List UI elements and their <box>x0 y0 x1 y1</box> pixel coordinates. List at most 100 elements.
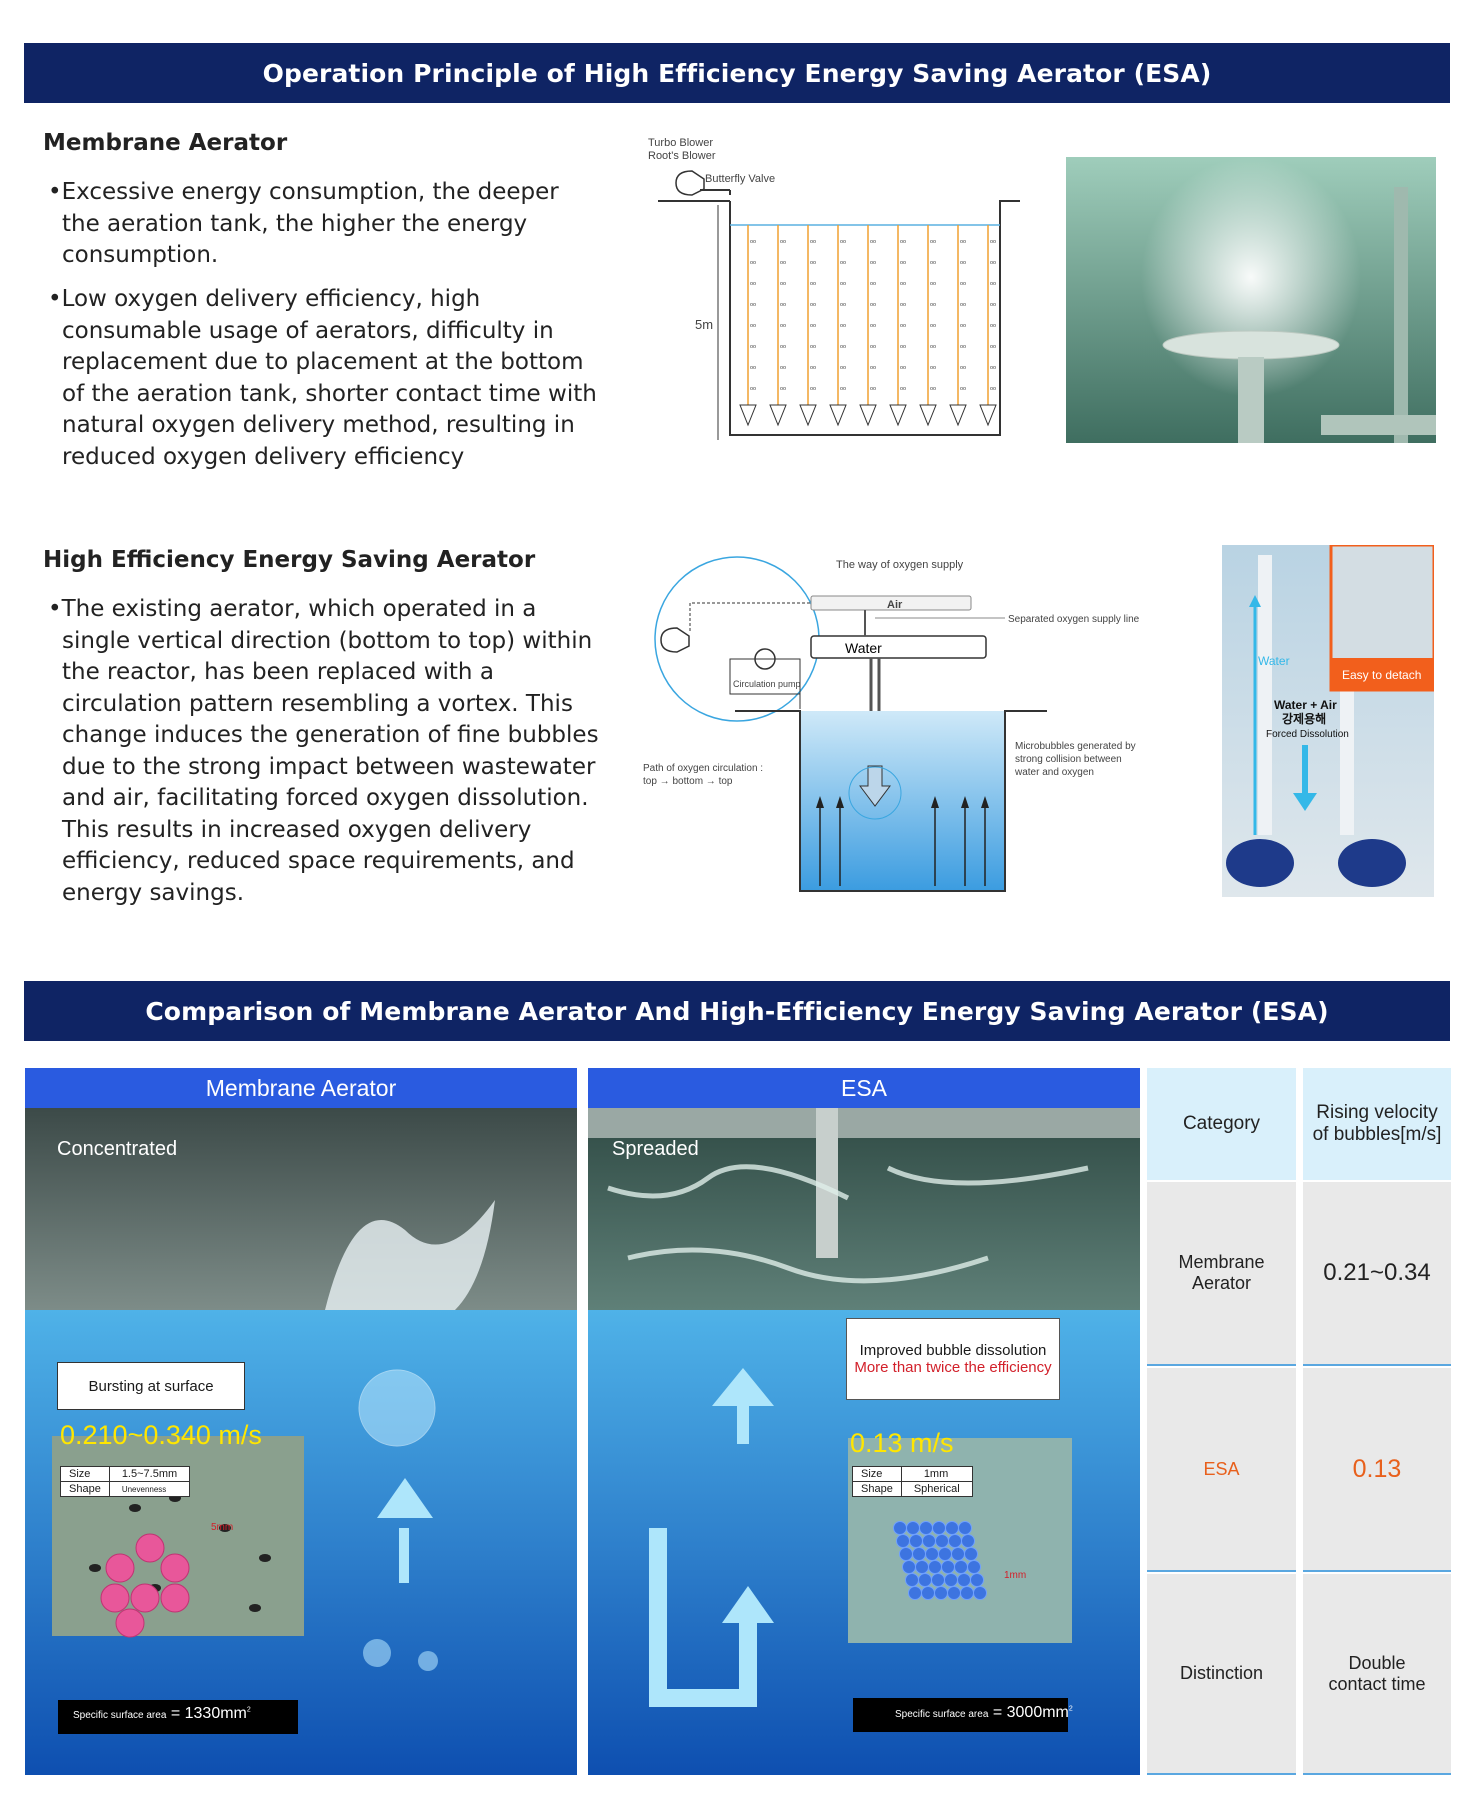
svg-text:ᵒᵒ: ᵒᵒ <box>780 322 786 331</box>
svg-text:ᵒᵒ: ᵒᵒ <box>990 322 996 331</box>
path-label-1: Path of oxygen circulation : <box>643 763 763 774</box>
area-value: = 3000mm <box>992 1704 1069 1721</box>
svg-text:ᵒᵒ: ᵒᵒ <box>990 385 996 394</box>
svg-text:ᵒᵒ: ᵒᵒ <box>960 322 966 331</box>
svg-text:ᵒᵒ: ᵒᵒ <box>840 364 846 373</box>
svg-text:ᵒᵒ: ᵒᵒ <box>930 280 936 289</box>
up-arrow-icon <box>377 1478 433 1518</box>
photo-korean-label: 강제용해 <box>1282 711 1326 726</box>
turbo-blower-label: Turbo Blower <box>648 137 713 149</box>
improved-note-line2: More than twice the efficiency <box>854 1359 1052 1376</box>
photo-water-air-label: Water + Air <box>1274 698 1337 712</box>
area-sup: 2 <box>246 1706 251 1714</box>
svg-text:ᵒᵒ: ᵒᵒ <box>810 280 816 289</box>
svg-text:ᵒᵒ: ᵒᵒ <box>930 259 936 268</box>
air-line <box>810 595 972 611</box>
svg-text:ᵒᵒ: ᵒᵒ <box>780 364 786 373</box>
path-label-2: top → bottom → top <box>643 776 733 787</box>
svg-text:ᵒᵒ: ᵒᵒ <box>870 364 876 373</box>
row-distinction-value: Double contact time <box>1303 1574 1451 1775</box>
svg-text:ᵒᵒ: ᵒᵒ <box>840 301 846 310</box>
up-arrow-icon <box>712 1368 774 1406</box>
panel-header-membrane: Membrane Aerator <box>25 1068 577 1108</box>
membrane-bullet-1: Excessive energy consumption, the deeper… <box>48 177 588 272</box>
water-label: Water <box>845 640 882 656</box>
svg-text:ᵒᵒ: ᵒᵒ <box>990 238 996 247</box>
svg-text:ᵒᵒ: ᵒᵒ <box>930 364 936 373</box>
improved-note: Improved bubble dissolution More than tw… <box>846 1318 1060 1400</box>
svg-text:ᵒᵒ: ᵒᵒ <box>750 238 756 247</box>
svg-text:ᵒᵒ: ᵒᵒ <box>960 385 966 394</box>
esa-title: High Efficiency Energy Saving Aerator <box>43 547 536 573</box>
row-distinction-category: Distinction <box>1147 1574 1296 1775</box>
supply-line-label: Separated oxygen supply line <box>1008 614 1140 625</box>
photo-water-label: Water <box>1258 654 1290 668</box>
svg-text:ᵒᵒ: ᵒᵒ <box>810 343 816 352</box>
svg-text:ᵒᵒ: ᵒᵒ <box>990 301 996 310</box>
svg-text:ᵒᵒ: ᵒᵒ <box>900 322 906 331</box>
butterfly-valve-label: Butterfly Valve <box>705 173 775 185</box>
improved-note-line1: Improved bubble dissolution <box>859 1342 1047 1359</box>
svg-text:ᵒᵒ: ᵒᵒ <box>900 301 906 310</box>
svg-text:ᵒᵒ: ᵒᵒ <box>870 343 876 352</box>
area-label: Specific surface area <box>895 1709 989 1720</box>
reactor-water <box>800 711 1005 891</box>
svg-text:ᵒᵒ: ᵒᵒ <box>900 280 906 289</box>
svg-text:ᵒᵒ: ᵒᵒ <box>870 322 876 331</box>
esa-oxygen-supply-diagram: The way of oxygen supply Air Water Circu… <box>643 556 1140 892</box>
shape-label: Shape <box>852 1481 902 1497</box>
svg-text:ᵒᵒ: ᵒᵒ <box>780 280 786 289</box>
svg-text:ᵒᵒ: ᵒᵒ <box>870 301 876 310</box>
membrane-title: Membrane Aerator <box>43 130 288 156</box>
microbubble-label-2: strong collision between <box>1015 754 1122 765</box>
esa-surface-area: Specific surface area = 3000mm2 <box>895 1704 1073 1722</box>
svg-text:ᵒᵒ: ᵒᵒ <box>990 259 996 268</box>
svg-text:ᵒᵒ: ᵒᵒ <box>870 280 876 289</box>
spreaded-tag: Spreaded <box>612 1138 699 1160</box>
svg-text:ᵒᵒ: ᵒᵒ <box>780 259 786 268</box>
svg-text:ᵒᵒ: ᵒᵒ <box>840 259 846 268</box>
row-membrane-category: Membrane Aerator <box>1147 1182 1296 1366</box>
microbubble-label-3: water and oxygen <box>1014 767 1094 778</box>
return-arrow-icon <box>722 1586 774 1623</box>
svg-text:ᵒᵒ: ᵒᵒ <box>750 280 756 289</box>
svg-text:ᵒᵒ: ᵒᵒ <box>840 238 846 247</box>
circulation-arrows <box>816 796 989 886</box>
svg-text:ᵒᵒ: ᵒᵒ <box>900 343 906 352</box>
membrane-speed: 0.210~0.340 m/s <box>60 1420 262 1450</box>
table-header-velocity: Rising velocity of bubbles[m/s] <box>1303 1068 1451 1180</box>
air-label: Air <box>887 599 903 611</box>
area-value: = 1330mm <box>170 1705 247 1722</box>
down-arrow-icon <box>1293 793 1317 811</box>
size-label: Size <box>60 1466 110 1482</box>
svg-text:ᵒᵒ: ᵒᵒ <box>870 238 876 247</box>
svg-text:ᵒᵒ: ᵒᵒ <box>870 259 876 268</box>
roots-blower-label: Root's Blower <box>648 150 716 162</box>
svg-text:ᵒᵒ: ᵒᵒ <box>960 238 966 247</box>
easy-detach-label: Easy to detach <box>1342 668 1421 682</box>
scale-label: 1mm <box>1004 1570 1027 1581</box>
svg-text:ᵒᵒ: ᵒᵒ <box>990 280 996 289</box>
membrane-aerator-photo <box>1066 157 1436 443</box>
svg-text:ᵒᵒ: ᵒᵒ <box>810 238 816 247</box>
microbubble-label-1: Microbubbles generated by <box>1015 741 1136 752</box>
blower-callout-circle <box>654 556 820 722</box>
photo-forced-label: Forced Dissolution <box>1266 729 1349 740</box>
panel-header-esa: ESA <box>588 1068 1140 1108</box>
svg-text:ᵒᵒ: ᵒᵒ <box>780 385 786 394</box>
aeration-pipes: ᵒᵒ ᵒᵒ ᵒᵒ ᵒᵒ ᵒᵒ ᵒᵒ ᵒᵒ ᵒᵒ ᵒᵒ ᵒᵒ ᵒᵒ ᵒᵒ ᵒᵒ ᵒᵒ ᵒᵒ ᵒᵒ ᵒᵒ ᵒᵒ ᵒᵒ ᵒᵒ… <box>739 225 997 427</box>
svg-text:ᵒᵒ: ᵒᵒ <box>960 280 966 289</box>
esa-bullet-1: The existing aerator, which operated in … <box>48 594 608 909</box>
row-membrane-value: 0.21~0.34 <box>1303 1182 1451 1366</box>
svg-text:ᵒᵒ: ᵒᵒ <box>750 385 756 394</box>
panel-membrane: Concentrated Bursting at surface 0.210~0… <box>25 1108 577 1775</box>
svg-text:ᵒᵒ: ᵒᵒ <box>840 280 846 289</box>
section-banner-principle: Operation Principle of High Efficiency E… <box>24 43 1450 103</box>
section-banner-comparison: Comparison of Membrane Aerator And High-… <box>24 981 1450 1041</box>
svg-text:ᵒᵒ: ᵒᵒ <box>810 385 816 394</box>
row-esa-value: 0.13 <box>1303 1368 1451 1572</box>
svg-text:ᵒᵒ: ᵒᵒ <box>870 385 876 394</box>
concentrated-tag: Concentrated <box>57 1138 178 1160</box>
svg-text:ᵒᵒ: ᵒᵒ <box>810 259 816 268</box>
